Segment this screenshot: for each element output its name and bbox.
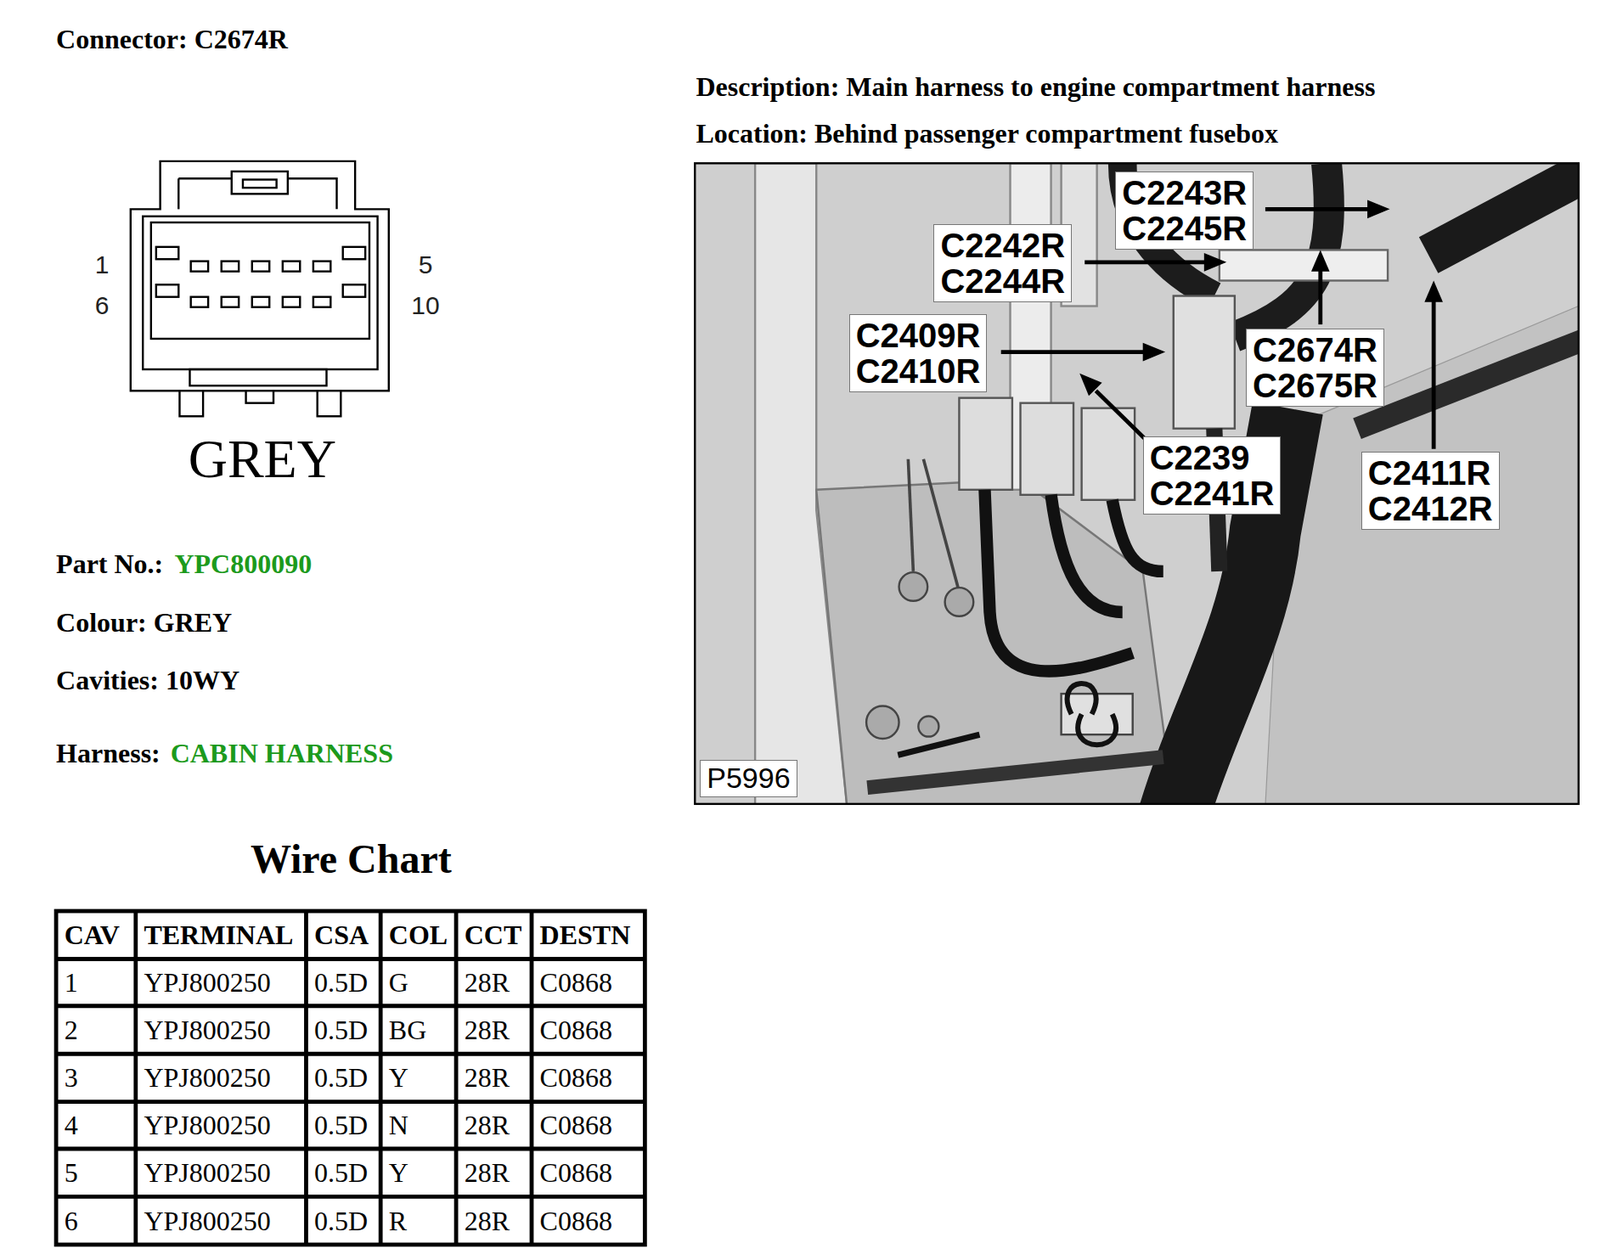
table-cell: 28R [464, 1204, 510, 1237]
pin-number: 1 [95, 249, 110, 281]
table-cell: 0.5D [314, 1204, 368, 1237]
table-cell: C0868 [540, 1156, 613, 1189]
table-cell: 28R [464, 1109, 510, 1142]
description: Description: Main harness to engine comp… [695, 70, 1375, 103]
table-cell: C0868 [540, 1109, 613, 1142]
location: Location: Behind passenger compartment f… [695, 117, 1279, 150]
colour-caption: GREY [188, 426, 337, 492]
table-cell: 0.5D [314, 966, 368, 999]
part-number: YPC800090 [174, 547, 312, 581]
callout-box: C2243R C2245R [1115, 171, 1254, 250]
field-name: Harness: [56, 737, 161, 770]
table-cell: 28R [464, 1156, 510, 1189]
pin-number: 10 [411, 290, 440, 322]
table-cell: 0.5D [314, 1061, 368, 1094]
table-cell: YPJ800250 [143, 1014, 271, 1047]
table-cell: YPJ800250 [143, 966, 271, 999]
table-cell: C0868 [540, 966, 613, 999]
table-header: CSA [314, 918, 369, 952]
table-header: CAV [64, 918, 120, 952]
table-cell: C0868 [540, 1204, 613, 1237]
table-cell: YPJ800250 [143, 1156, 271, 1189]
pin-number: 6 [95, 290, 110, 322]
callout-box: C2242R C2244R [933, 224, 1072, 303]
table-cell: 28R [464, 966, 510, 999]
callout-text: P5996 [706, 763, 790, 795]
callout-text: C2242R C2244R [940, 227, 1065, 299]
table-cell: 0.5D [314, 1109, 368, 1142]
table-cell: Y [388, 1061, 409, 1094]
callout-text: C2674R C2675R [1252, 332, 1378, 404]
table-header: TERMINAL [143, 918, 293, 952]
table-cell: 5 [64, 1156, 79, 1189]
field-value: Colour: GREY [56, 606, 232, 639]
location-illustration [694, 163, 1592, 817]
table-cell: 28R [464, 1014, 510, 1047]
table-header: COL [388, 918, 448, 952]
table-header: DESTN [540, 918, 631, 952]
table-cell: C0868 [540, 1061, 613, 1094]
callout-text: C2409R C2410R [856, 317, 981, 389]
harness-name: CABIN HARNESS [170, 737, 394, 770]
table-cell: YPJ800250 [143, 1061, 271, 1094]
table-cell: BG [388, 1014, 427, 1047]
table-grid [56, 911, 645, 1246]
table-cell: 0.5D [314, 1156, 368, 1189]
table-cell: 3 [64, 1061, 79, 1094]
table-header: CCT [464, 918, 523, 952]
field-name: Part No.: [56, 547, 164, 581]
table-cell: YPJ800250 [143, 1204, 271, 1237]
callout-text: C2239 C2241R [1149, 439, 1275, 512]
connector-title: Connector: C2674R [56, 22, 288, 55]
table-cell: 28R [464, 1061, 510, 1094]
table-cell: R [388, 1204, 407, 1237]
figure-number-box: P5996 [699, 760, 797, 798]
pin-number: 5 [418, 249, 434, 281]
table-cell: G [388, 966, 409, 999]
connector-drawing [130, 161, 389, 417]
table-cell: C0868 [540, 1014, 613, 1047]
table-cell: N [388, 1109, 409, 1142]
table-cell: YPJ800250 [143, 1109, 271, 1142]
table-cell: 1 [64, 966, 79, 999]
table-cell: 2 [64, 1014, 79, 1047]
table-cell: 6 [64, 1204, 79, 1237]
field-value: Cavities: 10WY [56, 664, 240, 697]
callout-box: C2411R C2412R [1361, 451, 1500, 530]
callout-box: C2409R C2410R [849, 314, 988, 393]
callout-box: C2239 C2241R [1143, 436, 1282, 515]
table-cell: 4 [64, 1109, 79, 1142]
callout-box: C2674R C2675R [1245, 328, 1385, 407]
table-cell: 0.5D [314, 1014, 368, 1047]
table-title: Wire Chart [250, 834, 452, 885]
table-cell: Y [388, 1156, 409, 1189]
callout-text: C2411R C2412R [1368, 455, 1493, 527]
callout-text: C2243R C2245R [1121, 174, 1247, 247]
